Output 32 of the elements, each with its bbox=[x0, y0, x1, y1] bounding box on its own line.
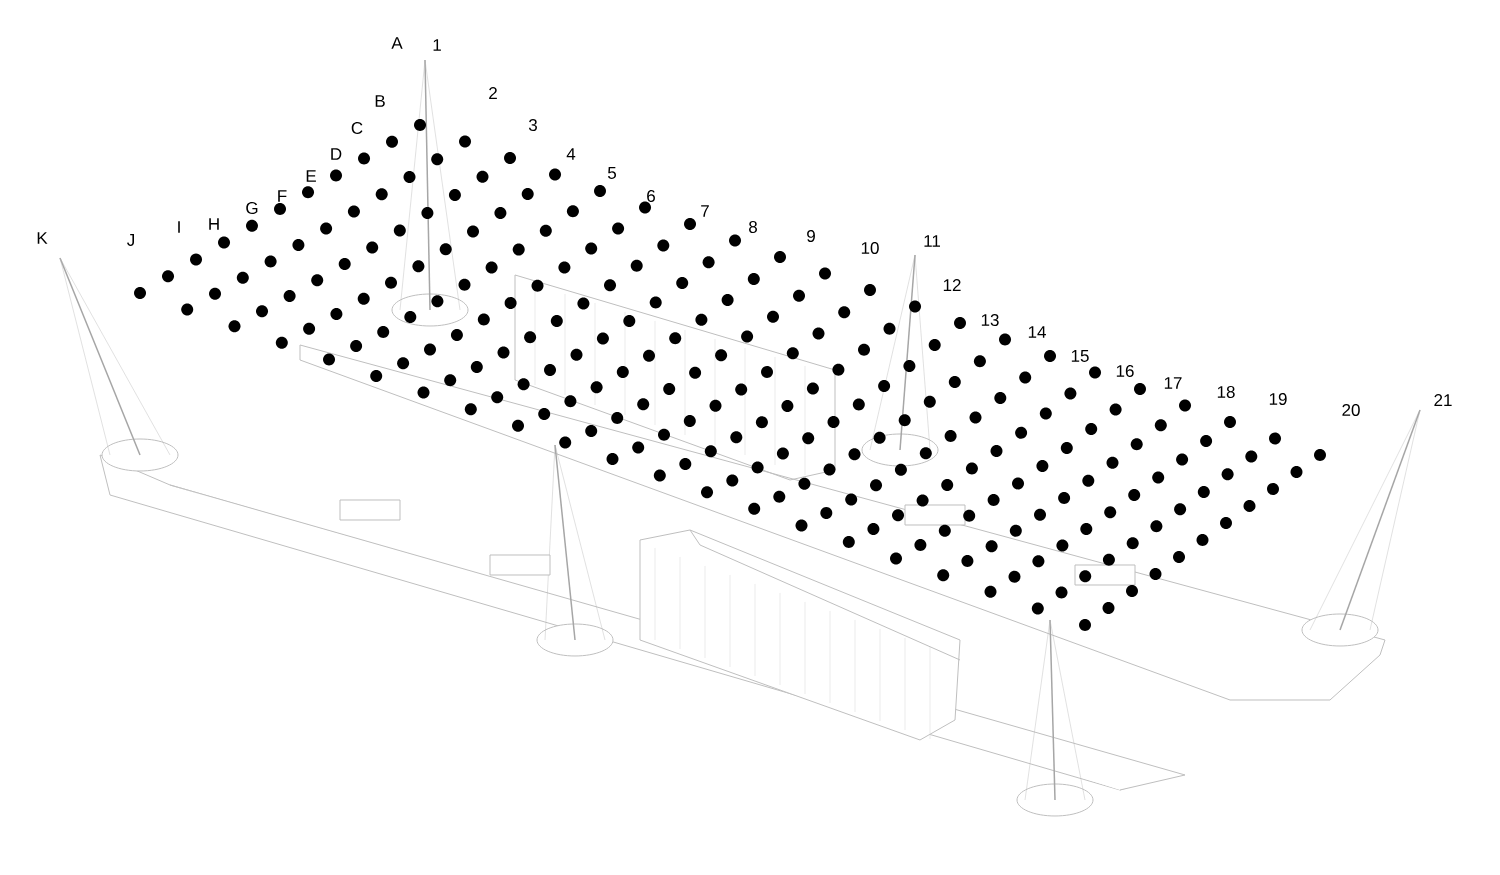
grid-label: 14 bbox=[1028, 326, 1046, 338]
grid-label: 19 bbox=[1269, 393, 1287, 405]
grid-label: 1 bbox=[433, 39, 441, 51]
grid-label: F bbox=[278, 190, 287, 202]
grid-label: D bbox=[331, 148, 342, 160]
grid-label: 11 bbox=[924, 235, 940, 247]
grid-label: 7 bbox=[701, 205, 709, 217]
grid-label: 10 bbox=[861, 242, 879, 254]
grid-label: 15 bbox=[1071, 350, 1089, 362]
grid-label: G bbox=[246, 202, 258, 214]
grid-label: K bbox=[37, 232, 48, 244]
grid-label: 17 bbox=[1164, 377, 1182, 389]
grid-label: 21 bbox=[1434, 394, 1452, 406]
grid-label: I bbox=[178, 221, 180, 233]
grid-label: E bbox=[306, 170, 316, 182]
grid-label: A bbox=[391, 37, 403, 49]
grid-label: 13 bbox=[981, 314, 999, 326]
grid-label: J bbox=[127, 234, 134, 246]
grid-label: H bbox=[209, 218, 219, 230]
grid-label: 4 bbox=[566, 148, 576, 160]
grid-label: 9 bbox=[807, 230, 815, 242]
grid-label: 12 bbox=[943, 279, 961, 291]
grid-label: 8 bbox=[749, 221, 757, 233]
grid-label: 6 bbox=[647, 190, 655, 202]
grid-label: 16 bbox=[1116, 365, 1134, 377]
grid-label: B bbox=[375, 95, 385, 107]
grid-label: C bbox=[351, 122, 363, 134]
grid-label: 2 bbox=[489, 87, 497, 99]
grid-label: 3 bbox=[528, 119, 537, 131]
grid-label: 5 bbox=[607, 167, 616, 179]
grid-label: 18 bbox=[1217, 386, 1235, 398]
grid-label: 20 bbox=[1342, 404, 1360, 416]
